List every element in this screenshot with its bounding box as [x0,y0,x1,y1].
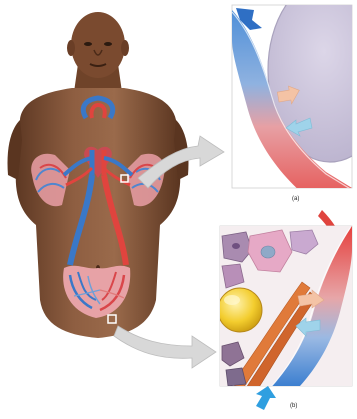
callout-arrow-to-panel-b [114,326,216,368]
fat-cell [218,288,262,332]
left-ear [67,40,75,56]
panel-a-label: (a) [292,196,299,202]
right-eye [104,42,112,46]
panel-b-label: (b) [290,403,297,409]
panel-b-tissue-gas-exchange: (b) [218,226,352,410]
tissue-cell [226,368,246,386]
left-eye [84,42,92,46]
blood-outflow-arrow-icon [256,386,276,410]
head [71,12,125,78]
right-ear [121,40,129,56]
panel-a-lung-gas-exchange: (a) [232,0,357,222]
